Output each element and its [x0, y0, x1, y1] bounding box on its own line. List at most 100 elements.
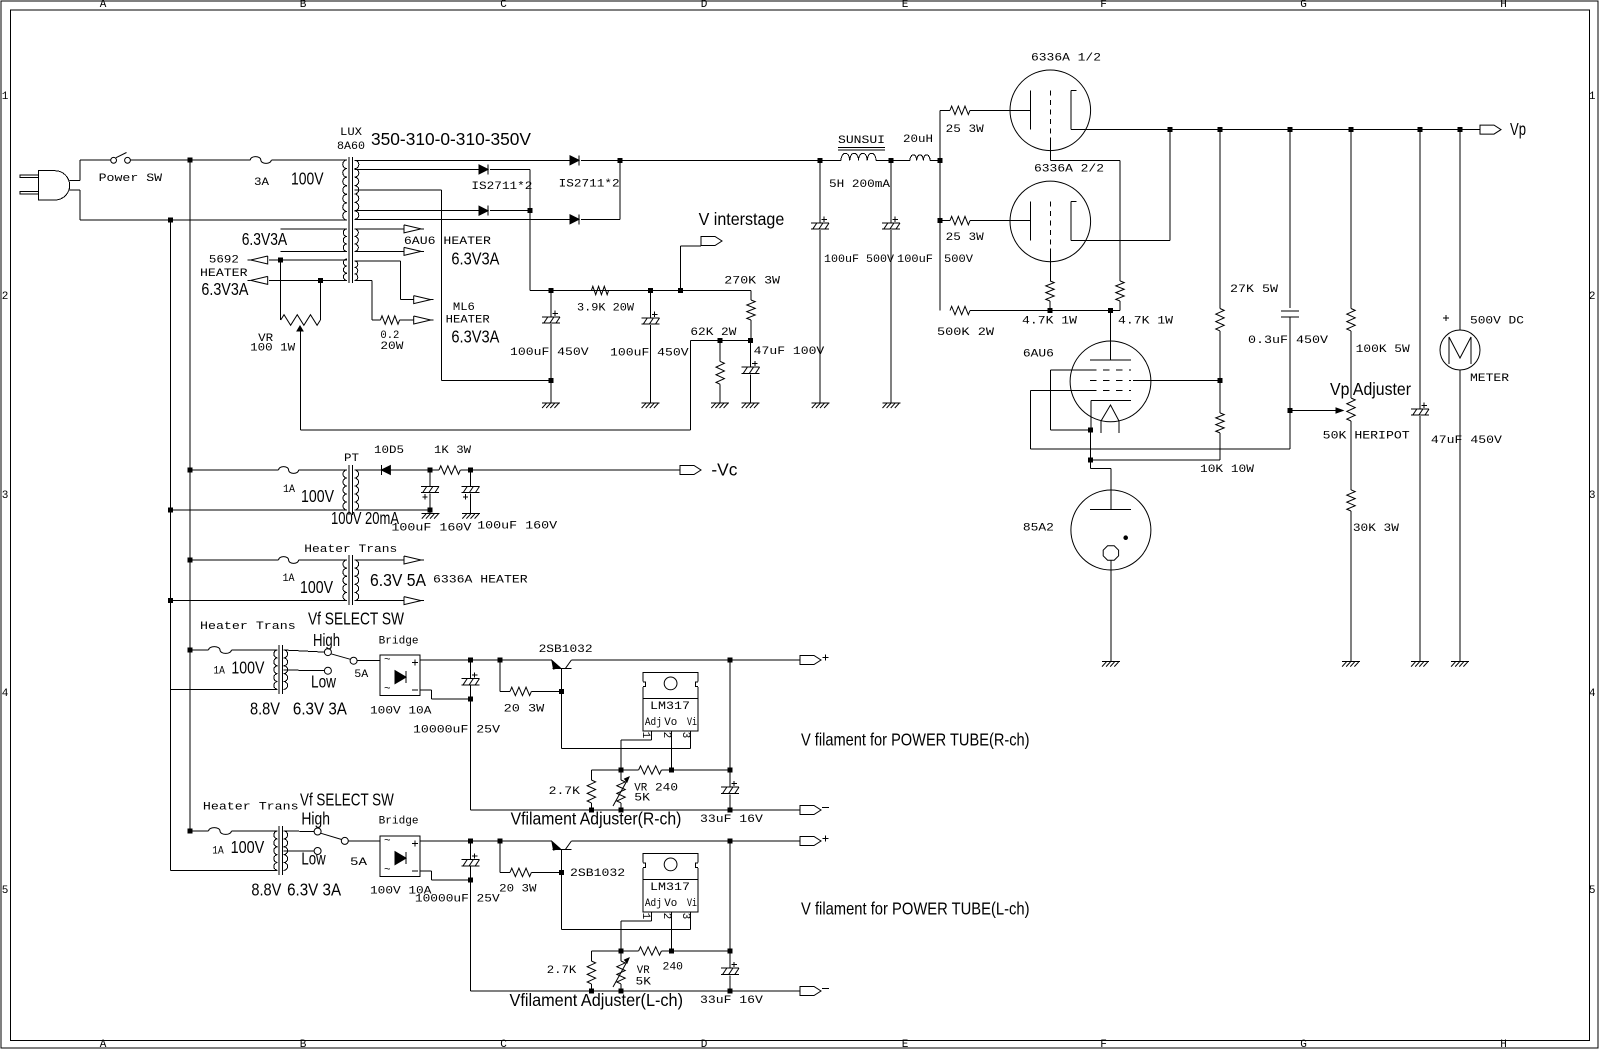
svg-text:LM317: LM317: [650, 882, 690, 894]
svg-text:D: D: [701, 0, 708, 11]
svg-text:~: ~: [384, 655, 391, 667]
svg-text:62K 2W: 62K 2W: [690, 327, 736, 339]
svg-text:50K HERIPOT: 50K HERIPOT: [1323, 430, 1410, 442]
svg-text:IS2711*2: IS2711*2: [471, 181, 532, 193]
svg-text:1: 1: [1589, 91, 1596, 103]
svg-text:C: C: [500, 1039, 507, 1050]
svg-text:100V 10A: 100V 10A: [370, 885, 432, 897]
svg-text:1: 1: [2, 91, 9, 103]
svg-text:Vi: Vi: [687, 717, 697, 729]
svg-text:Low: Low: [301, 849, 326, 869]
svg-text:100uF 160V: 100uF 160V: [391, 523, 471, 535]
svg-text:High: High: [301, 809, 330, 829]
svg-text:240: 240: [663, 962, 684, 974]
svg-text:3A: 3A: [254, 177, 269, 189]
svg-text:SUNSUI: SUNSUI: [838, 135, 885, 147]
svg-text:~: ~: [384, 684, 391, 696]
svg-text:A: A: [100, 0, 107, 11]
svg-text:6AU6 HEATER: 6AU6 HEATER: [404, 236, 491, 248]
svg-text:V interstage: V interstage: [699, 209, 785, 229]
svg-text:Vi: Vi: [687, 898, 697, 910]
svg-text:30K 3W: 30K 3W: [1353, 523, 1399, 535]
svg-text:2SB1032: 2SB1032: [570, 868, 625, 880]
svg-text:5: 5: [2, 885, 9, 897]
svg-text:10000uF 25V: 10000uF 25V: [415, 894, 500, 906]
svg-text:Vo: Vo: [664, 717, 677, 729]
svg-text:Vp: Vp: [1510, 119, 1526, 139]
svg-text:5: 5: [1589, 885, 1596, 897]
svg-text:500V: 500V: [944, 254, 973, 266]
svg-text:2.7K: 2.7K: [547, 965, 577, 977]
svg-text:100 1W: 100 1W: [250, 342, 295, 354]
svg-text:B: B: [300, 1039, 307, 1050]
svg-text:1A: 1A: [212, 845, 224, 857]
svg-text:4: 4: [2, 688, 9, 700]
svg-text:Adj: Adj: [645, 717, 662, 729]
svg-text:3: 3: [679, 913, 691, 920]
svg-text:5A: 5A: [350, 857, 368, 869]
svg-text:V filament for POWER TUBE(L-ch: V filament for POWER TUBE(L-ch): [801, 898, 1030, 918]
svg-text:2: 2: [660, 913, 672, 920]
svg-text:HEATER: HEATER: [200, 268, 248, 280]
svg-text:PT: PT: [344, 453, 359, 465]
svg-text:33uF 16V: 33uF 16V: [700, 995, 763, 1007]
svg-text:Vfilament Adjuster(R-ch): Vfilament Adjuster(R-ch): [511, 809, 682, 829]
svg-text:6.3V 3A: 6.3V 3A: [293, 699, 347, 719]
svg-text:100V: 100V: [300, 577, 333, 597]
svg-text:6.3V3A: 6.3V3A: [451, 327, 499, 347]
svg-text:F: F: [1100, 0, 1107, 11]
svg-text:5K: 5K: [634, 793, 650, 805]
svg-text:V filament for POWER TUBE(R-ch: V filament for POWER TUBE(R-ch): [801, 730, 1030, 750]
svg-text:100uF 450V: 100uF 450V: [610, 348, 689, 360]
svg-text:25 3W: 25 3W: [946, 232, 984, 244]
svg-text:E: E: [902, 1039, 909, 1050]
svg-text:Vf SELECT SW: Vf SELECT SW: [308, 609, 404, 629]
svg-text:VR: VR: [637, 965, 650, 977]
svg-text:5692: 5692: [209, 255, 239, 267]
svg-text:Vo: Vo: [664, 898, 677, 910]
svg-text:3: 3: [679, 732, 691, 739]
svg-text:10000uF 25V: 10000uF 25V: [413, 724, 500, 736]
svg-text:6.3V3A: 6.3V3A: [451, 249, 499, 269]
svg-text:~: ~: [384, 865, 391, 877]
svg-text:20 3W: 20 3W: [504, 703, 545, 715]
svg-text:METER: METER: [1470, 373, 1509, 385]
svg-text:6.3V 5A: 6.3V 5A: [370, 570, 426, 590]
svg-text:100V 10A: 100V 10A: [370, 705, 432, 717]
svg-text:1A: 1A: [283, 484, 295, 496]
svg-text:100uF 450V: 100uF 450V: [510, 347, 589, 359]
svg-text:Vp Adjuster: Vp Adjuster: [1330, 379, 1411, 399]
svg-text:3: 3: [2, 490, 9, 502]
svg-text:100uF 160V: 100uF 160V: [477, 521, 557, 533]
svg-text:Bridge: Bridge: [379, 635, 419, 647]
svg-text:27K 5W: 27K 5W: [1230, 284, 1278, 296]
svg-text:1: 1: [639, 732, 651, 739]
svg-text:2SB1032: 2SB1032: [539, 644, 593, 656]
svg-text:IS2711*2: IS2711*2: [559, 178, 620, 190]
svg-text:Heater Trans: Heater Trans: [200, 621, 296, 633]
svg-text:100K 5W: 100K 5W: [1356, 344, 1410, 356]
svg-text:100V: 100V: [291, 168, 324, 188]
svg-text:Low: Low: [311, 671, 336, 691]
svg-text:Heater Trans: Heater Trans: [304, 544, 397, 556]
svg-text:Bridge: Bridge: [379, 815, 419, 827]
svg-text:LUX: LUX: [340, 127, 362, 139]
svg-text:2.7K: 2.7K: [549, 786, 581, 798]
svg-text:10K 10W: 10K 10W: [1200, 464, 1254, 476]
svg-text:100V: 100V: [231, 658, 264, 678]
svg-text:85A2: 85A2: [1023, 523, 1054, 535]
svg-text:G: G: [1300, 1039, 1307, 1050]
svg-text:25 3W: 25 3W: [946, 124, 984, 136]
svg-text:ML6: ML6: [453, 302, 475, 314]
svg-text:E: E: [902, 0, 909, 11]
svg-text:1: 1: [639, 913, 651, 920]
svg-text:H: H: [1500, 0, 1507, 11]
svg-text:100V: 100V: [301, 486, 334, 506]
svg-text:350-310-0-310-350V: 350-310-0-310-350V: [371, 129, 531, 149]
svg-text:4.7K 1W: 4.7K 1W: [1022, 316, 1077, 328]
svg-text:5H 200mA: 5H 200mA: [829, 179, 890, 191]
svg-text:47uF 100V: 47uF 100V: [754, 346, 825, 358]
svg-text:D: D: [701, 1039, 708, 1050]
svg-text:1K 3W: 1K 3W: [434, 445, 471, 457]
svg-text:6AU6: 6AU6: [1023, 348, 1054, 360]
